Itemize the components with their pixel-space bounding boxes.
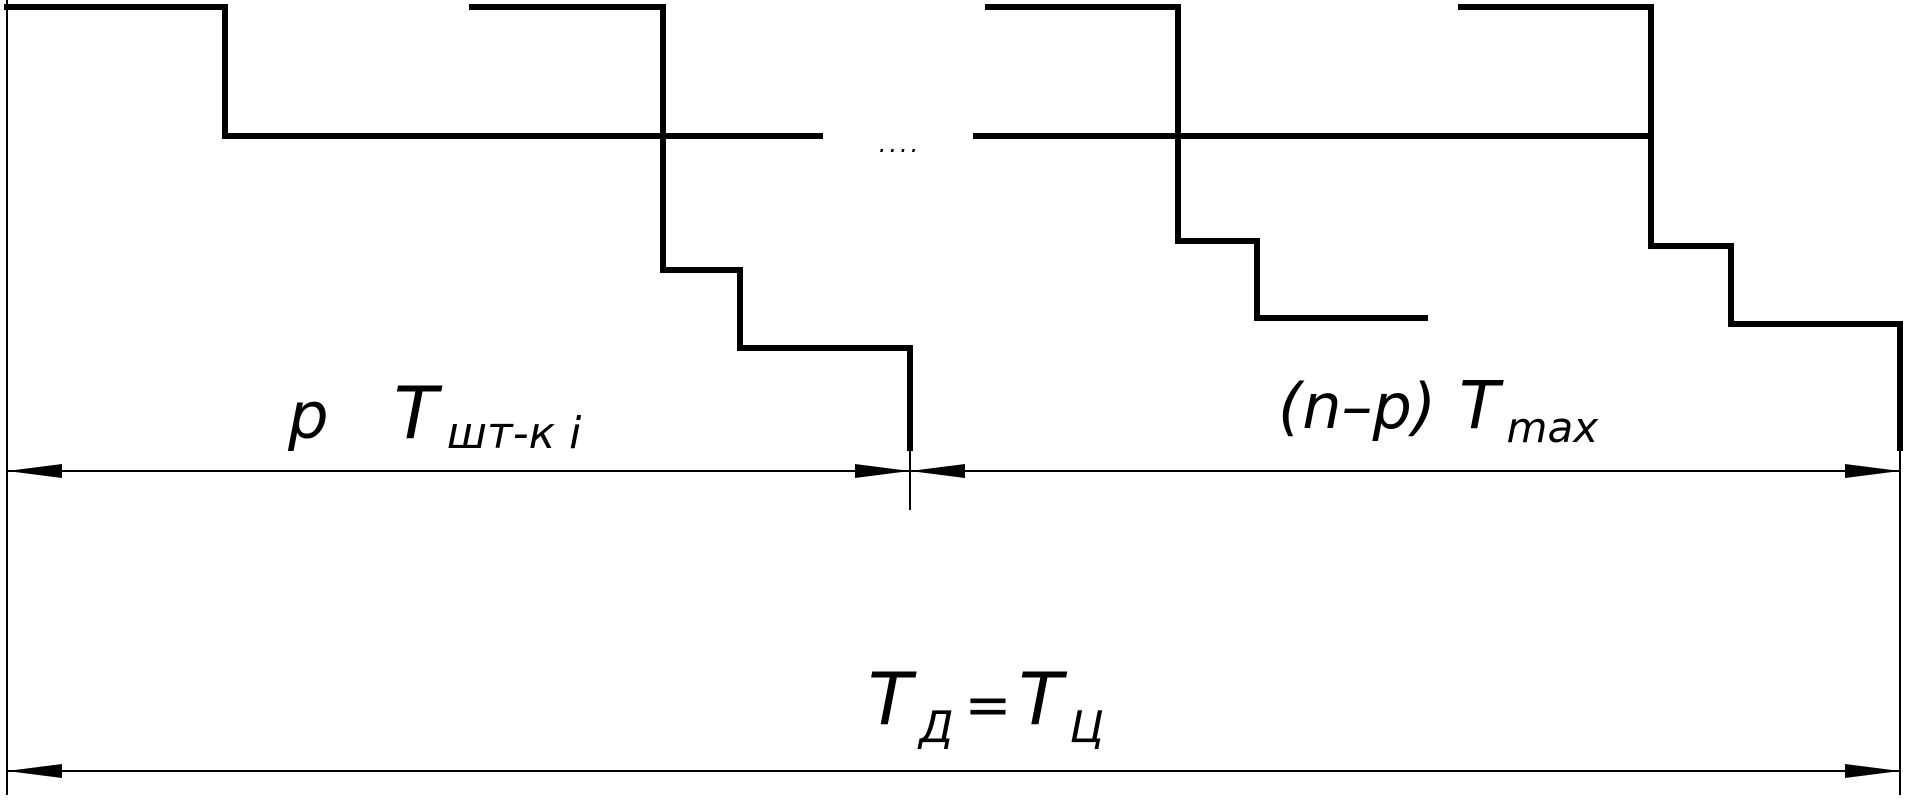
second-group-right-arrowhead xyxy=(1845,464,1900,478)
total-right-symbol: T xyxy=(1019,657,1068,741)
second-group-count: (n–p) xyxy=(1278,370,1436,443)
second-group-left-arrowhead xyxy=(910,464,965,478)
second-group-subscript: max xyxy=(1507,403,1600,452)
second-group-label: (n–p) T max xyxy=(1278,367,1599,452)
ellipsis-text: .... xyxy=(879,130,922,158)
first-group-left-arrowhead xyxy=(7,464,62,478)
total-left-symbol: T xyxy=(868,657,917,741)
step-line-4 xyxy=(985,4,1428,321)
second-group-symbol: T xyxy=(1459,367,1504,444)
total-right-subscript: Ц xyxy=(1070,702,1104,753)
total-label: T Д = T Ц xyxy=(868,657,1104,753)
total-left-arrowhead xyxy=(7,764,62,778)
total-right-arrowhead xyxy=(1845,764,1900,778)
first-group-subscript: шт-к i xyxy=(447,408,582,459)
total-equals-sign: = xyxy=(965,673,1012,738)
step-line-5 xyxy=(1458,4,1903,451)
first-group-symbol: T xyxy=(394,371,443,455)
first-group-label: p T шт-к i xyxy=(287,371,582,459)
step-line-2 xyxy=(469,4,913,451)
first-group-right-arrowhead xyxy=(855,464,910,478)
step-line-1 xyxy=(4,4,823,139)
first-group-count: p xyxy=(287,380,329,454)
total-left-subscript: Д xyxy=(917,702,953,753)
